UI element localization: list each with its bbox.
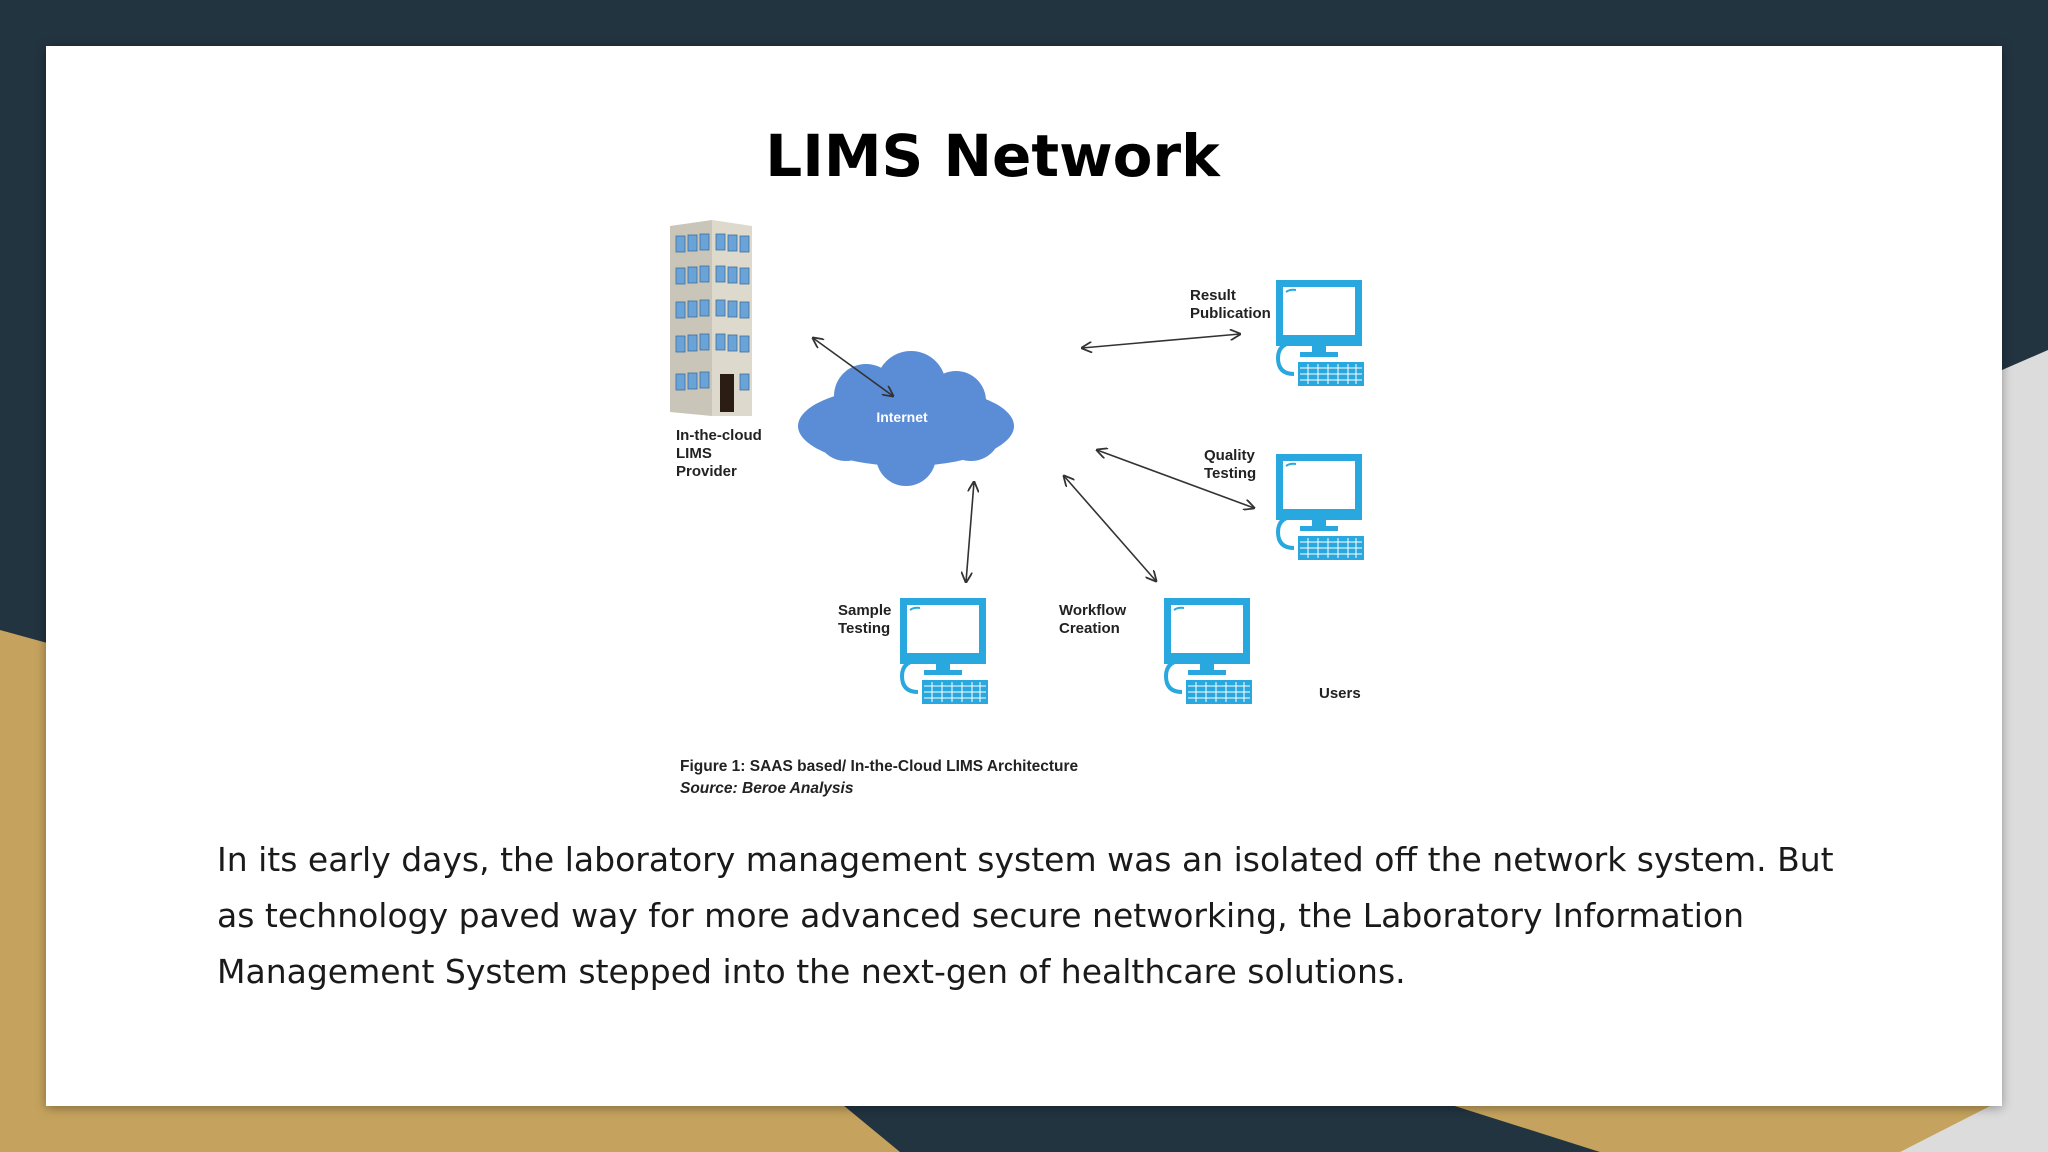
figure-caption: Figure 1: SAAS based/ In-the-Cloud LIMS …: [680, 758, 1079, 775]
quality-testing-label-line2: Testing: [1204, 465, 1256, 482]
sample-testing-label-line1: Sample: [838, 602, 891, 619]
slide-body-text: In its early days, the laboratory manage…: [217, 840, 1834, 991]
internet-label: Internet: [876, 409, 928, 425]
sample-testing-label-line2: Testing: [838, 620, 890, 637]
result-publication-label-line1: Result: [1190, 287, 1236, 304]
building-icon: [670, 220, 752, 416]
source-caption: Source: Beroe Analysis: [680, 780, 854, 797]
computer-icon-workflow-creation: [1162, 596, 1254, 706]
provider-label-line2: LIMS: [676, 445, 712, 462]
users-label: Users: [1319, 685, 1361, 702]
provider-label-line1: In-the-cloud: [676, 427, 762, 444]
workflow-creation-label-line2: Creation: [1059, 620, 1120, 637]
computer-icon-quality-testing: [1274, 452, 1366, 562]
workflow-creation-label-line1: Workflow: [1059, 602, 1127, 619]
provider-label-line3: Provider: [676, 463, 737, 480]
lims-network-diagram: In-the-cloud LIMS Provider Internet Resu…: [670, 220, 1366, 797]
computer-icon-result-publication: [1274, 278, 1366, 388]
computer-icon-sample-testing: [898, 596, 990, 706]
quality-testing-label-line1: Quality: [1204, 447, 1256, 464]
result-publication-label-line2: Publication: [1190, 305, 1271, 322]
slide-title: LIMS Network: [765, 122, 1220, 190]
slide-card: [46, 46, 2002, 1106]
connection-arrows: [813, 334, 1254, 582]
